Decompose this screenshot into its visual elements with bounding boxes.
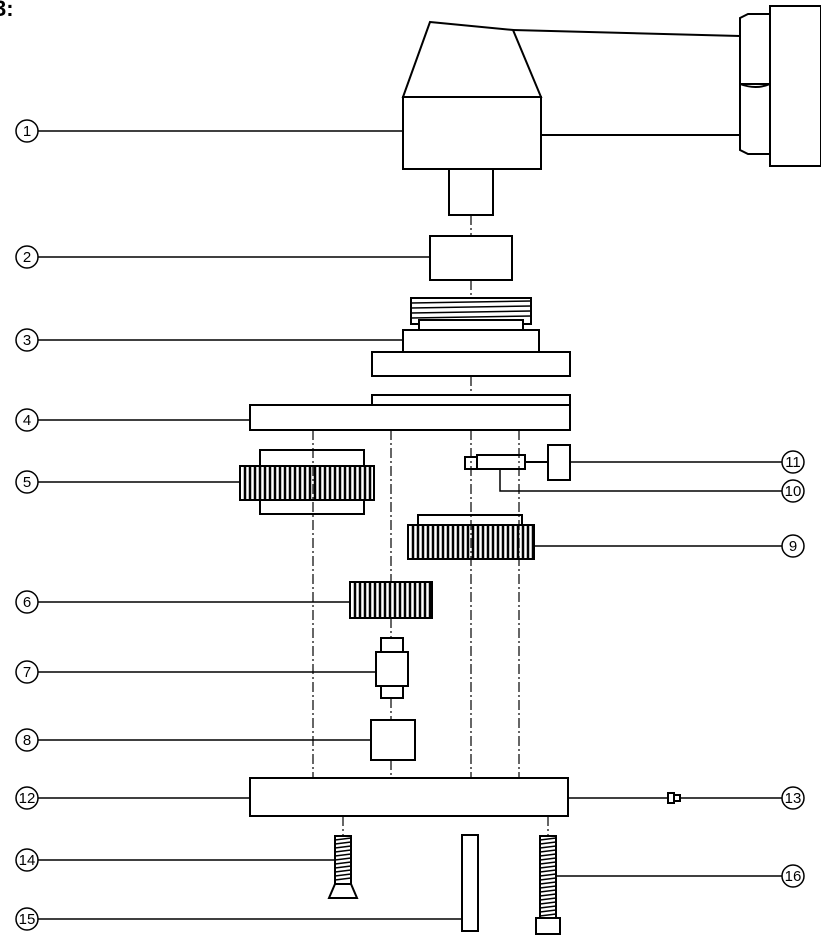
screw-thread	[539, 897, 557, 901]
callout-number: 4	[23, 412, 31, 429]
callout-circle	[15, 907, 39, 931]
callout-circle	[15, 119, 39, 143]
callout-circle	[15, 728, 39, 752]
callout-15: 15	[15, 907, 39, 931]
part-2-spacer	[429, 235, 513, 281]
callout-number: 7	[23, 664, 31, 681]
callout-4: 4	[15, 408, 39, 432]
callout-number: 11	[785, 454, 801, 471]
callout-8: 8	[15, 728, 39, 752]
callout-number: 2	[23, 249, 31, 266]
callout-number: 15	[19, 911, 36, 928]
figure-label-fragment: 3:	[0, 0, 14, 21]
screw-thread	[539, 889, 557, 893]
part-16-cap-screw	[535, 835, 561, 935]
callout-number: 9	[789, 538, 797, 555]
part-7-coupling	[375, 637, 409, 699]
callout-number: 10	[785, 483, 802, 500]
part-4-top-plate	[249, 394, 571, 431]
callout-12: 12	[15, 786, 39, 810]
callout-number: 14	[19, 852, 36, 869]
screw-thread	[539, 901, 557, 905]
screw-thread	[539, 893, 557, 897]
callout-11: 11	[781, 450, 805, 474]
callout-circle	[781, 450, 805, 474]
part-1-head-housing	[401, 5, 821, 216]
part-14-countersunk-screw	[327, 835, 359, 899]
callout-circle	[781, 864, 805, 888]
callout-circle	[15, 470, 39, 494]
screw-thread	[334, 837, 352, 841]
leader-line-10	[499, 469, 782, 492]
callout-number: 6	[23, 594, 31, 611]
callout-circle	[15, 660, 39, 684]
screw-thread	[539, 873, 557, 877]
screw-thread	[334, 849, 352, 853]
screw-thread	[334, 857, 352, 861]
callout-number: 12	[19, 790, 36, 807]
callout-number: 8	[23, 732, 31, 749]
callout-number: 5	[23, 474, 31, 491]
callout-number: 1	[23, 123, 31, 140]
callout-number: 16	[785, 868, 802, 885]
callout-circle	[15, 848, 39, 872]
screw-thread	[539, 841, 557, 845]
screw-thread	[539, 877, 557, 881]
screw-thread	[334, 861, 352, 865]
part-8-bushing	[370, 719, 416, 761]
callout-circle	[15, 245, 39, 269]
screw-thread	[539, 853, 557, 857]
part-3-threaded-nut	[371, 297, 571, 377]
part-10-11-pin-knob	[464, 444, 571, 481]
callout-number: 3	[23, 332, 31, 349]
callout-circle	[781, 479, 805, 503]
callout-circle	[15, 408, 39, 432]
callout-6: 6	[15, 590, 39, 614]
callout-10: 10	[781, 479, 805, 503]
screw-thread	[334, 853, 352, 857]
screw-thread	[539, 865, 557, 869]
callout-circle	[781, 786, 805, 810]
screw-thread	[539, 857, 557, 861]
leader-lines	[38, 130, 782, 920]
screw-thread	[539, 881, 557, 885]
screw-thread	[539, 837, 557, 841]
callout-circle	[15, 328, 39, 352]
callout-number: 13	[785, 790, 802, 807]
callout-3: 3	[15, 328, 39, 352]
callout-1: 1	[15, 119, 39, 143]
callout-2: 2	[15, 245, 39, 269]
callout-circle	[781, 534, 805, 558]
callout-9: 9	[781, 534, 805, 558]
callout-circle	[15, 786, 39, 810]
part-15-pin	[461, 834, 479, 932]
callout-7: 7	[15, 660, 39, 684]
callout-13: 13	[781, 786, 805, 810]
screw-thread	[539, 909, 557, 913]
screw-thread	[539, 845, 557, 849]
screw-thread	[539, 869, 557, 873]
screw-thread	[539, 905, 557, 909]
screw-thread	[334, 873, 352, 877]
center-lines	[312, 215, 549, 836]
screw-thread	[539, 849, 557, 853]
screw-thread	[539, 885, 557, 889]
screw-thread	[334, 869, 352, 873]
part-5-large-gear	[239, 449, 375, 515]
callout-14: 14	[15, 848, 39, 872]
screw-thread	[334, 845, 352, 849]
callout-16: 16	[781, 864, 805, 888]
callout-circle	[15, 590, 39, 614]
screw-thread	[539, 913, 557, 917]
part-13-plug	[667, 792, 681, 804]
screw-thread	[539, 861, 557, 865]
screw-thread	[334, 877, 352, 881]
part-12-base-plate	[249, 777, 569, 817]
screw-thread	[334, 865, 352, 869]
callout-5: 5	[15, 470, 39, 494]
screw-thread	[334, 841, 352, 845]
